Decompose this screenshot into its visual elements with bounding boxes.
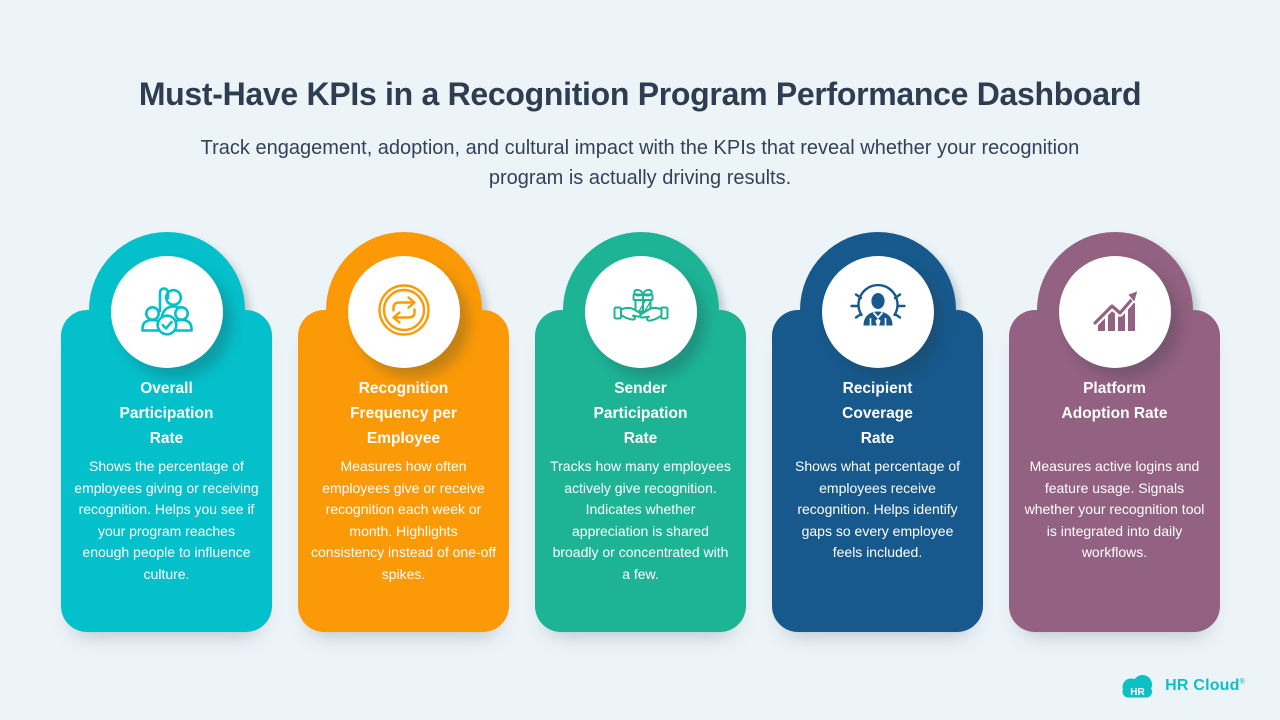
header: Must-Have KPIs in a Recognition Program … <box>0 0 1280 193</box>
cloud-logo-icon: HR <box>1118 671 1158 701</box>
card-panel: Sender Participation Rate Tracks how man… <box>535 310 746 632</box>
card-title: Sender Participation Rate <box>593 380 688 447</box>
kpi-cards-row: Overall Participation Rate Shows the per… <box>61 232 1220 632</box>
page-title: Must-Have KPIs in a Recognition Program … <box>138 76 1142 112</box>
card-panel: Recipient Coverage Rate Shows what perce… <box>772 310 983 632</box>
card-title: Overall Participation Rate <box>119 380 214 447</box>
kpi-card-overall-participation: Overall Participation Rate Shows the per… <box>61 232 272 632</box>
icon-circle <box>1058 256 1171 368</box>
kpi-card-platform-adoption: Platform Adoption Rate Measures active l… <box>1009 232 1220 632</box>
cycle-arrows-icon <box>372 278 436 347</box>
card-description: Measures active logins and feature usage… <box>1024 458 1205 560</box>
page-subtitle: Track engagement, adoption, and cultural… <box>200 137 1080 189</box>
card-title: Recipient Coverage Rate <box>842 380 913 447</box>
icon-circle <box>347 256 460 368</box>
card-panel: Platform Adoption Rate Measures active l… <box>1009 310 1220 632</box>
spotlight-employee-icon <box>846 278 910 347</box>
icon-circle <box>821 256 934 368</box>
icon-circle <box>584 256 697 368</box>
hr-cloud-logo: HR HR Cloud® <box>1118 671 1245 701</box>
logo-badge-text: HR <box>1130 687 1145 698</box>
logo-text: HR Cloud® <box>1165 677 1245 694</box>
kpi-card-sender-participation: Sender Participation Rate Tracks how man… <box>535 232 746 632</box>
kpi-card-recipient-coverage: Recipient Coverage Rate Shows what perce… <box>772 232 983 632</box>
icon-circle <box>110 256 223 368</box>
card-description: Measures how often employees give or rec… <box>311 458 496 582</box>
card-description: Tracks how many employees actively give … <box>550 458 731 582</box>
card-title: Recognition Frequency per Employee <box>350 380 457 447</box>
card-description: Shows what percentage of employees recei… <box>795 458 960 560</box>
kpi-card-recognition-frequency: Recognition Frequency per Employee Measu… <box>298 232 509 632</box>
team-check-icon <box>135 278 199 347</box>
card-description: Shows the percentage of employees giving… <box>74 458 259 582</box>
card-title: Platform Adoption Rate <box>1061 380 1168 422</box>
growth-chart-icon <box>1083 278 1147 347</box>
gift-hands-icon <box>609 278 673 347</box>
trademark-symbol: ® <box>1239 678 1245 686</box>
